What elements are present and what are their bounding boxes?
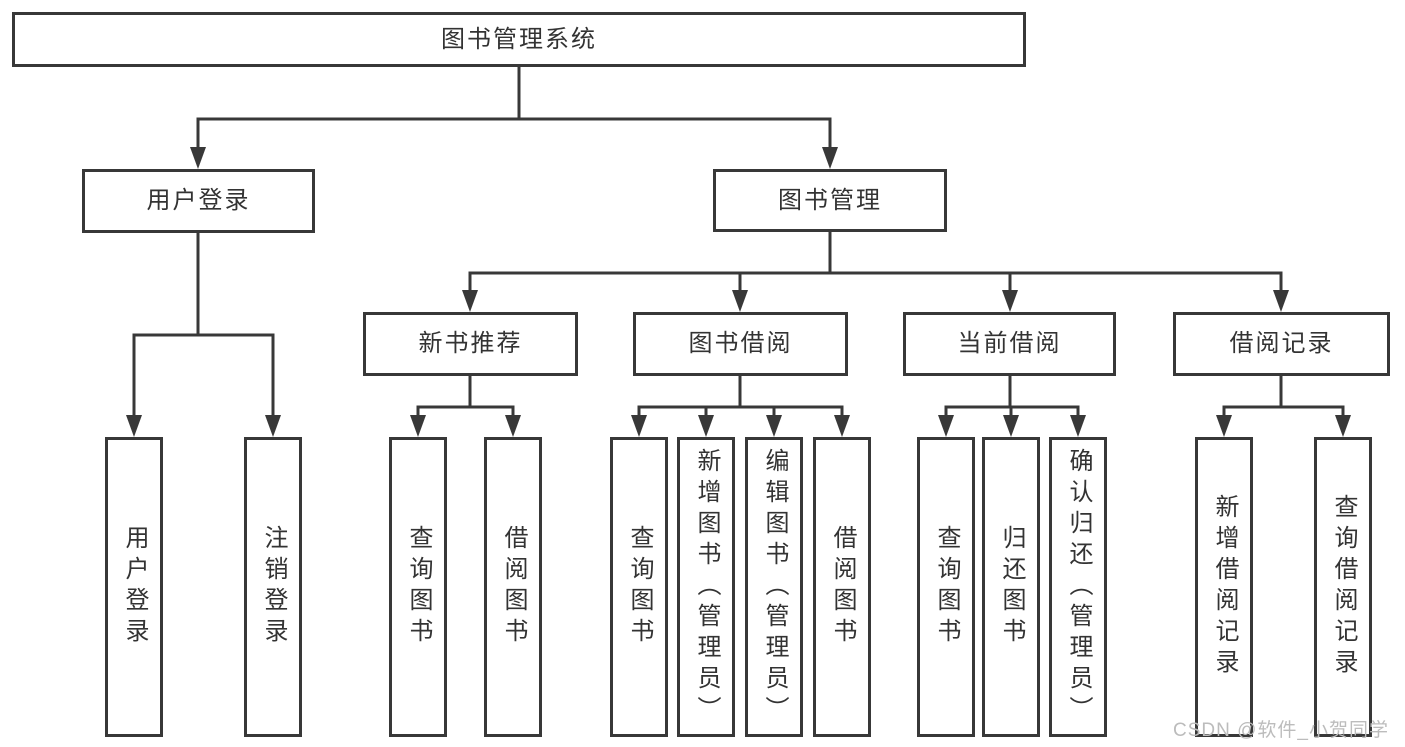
arrow-leaf-add-book xyxy=(698,415,714,437)
leaf-return-book: 归还图书 xyxy=(982,437,1040,737)
arrow-borrow-records xyxy=(1273,290,1289,312)
connector-lines xyxy=(132,67,1345,420)
leaf-query-books-recommend: 查询图书 xyxy=(389,437,447,737)
leaf-confirm-return-admin: 确认归还（管理员） xyxy=(1049,437,1107,737)
connector-records-children xyxy=(1222,376,1345,420)
arrow-leaf-confirm-return xyxy=(1070,415,1086,437)
csdn-watermark: CSDN @软件_小贺同学 xyxy=(1173,720,1389,741)
arrow-leaf-borrow-books-2 xyxy=(834,415,850,437)
arrow-book-management xyxy=(822,147,838,169)
node-book-borrow: 图书借阅 xyxy=(633,312,848,376)
arrow-leaf-return-book xyxy=(1003,415,1019,437)
node-new-book-recommend: 新书推荐 xyxy=(363,312,578,376)
arrow-leaf-query-record xyxy=(1335,415,1351,437)
leaf-borrow-books-recommend: 借阅图书 xyxy=(484,437,542,737)
arrow-new-book-recommend xyxy=(462,290,478,312)
arrow-leaf-query-books-1 xyxy=(410,415,426,437)
arrow-leaf-query-books-2 xyxy=(631,415,647,437)
leaf-logout: 注销登录 xyxy=(244,437,302,737)
connector-borrow-children xyxy=(637,376,844,420)
connector-book-management-children xyxy=(468,232,1283,295)
connector-root-to-level1 xyxy=(196,67,832,152)
node-borrow-records: 借阅记录 xyxy=(1173,312,1390,376)
arrow-leaf-logout xyxy=(265,415,281,437)
node-current-borrow: 当前借阅 xyxy=(903,312,1116,376)
arrow-current-borrow xyxy=(1002,290,1018,312)
leaf-query-books-borrow: 查询图书 xyxy=(610,437,668,737)
leaf-query-borrow-record: 查询借阅记录 xyxy=(1314,437,1372,737)
connector-recommend-children xyxy=(416,376,515,420)
connector-current-children xyxy=(944,376,1080,420)
arrow-leaf-user-login xyxy=(126,415,142,437)
connector-user-login-children xyxy=(132,233,275,420)
arrow-leaf-query-books-3 xyxy=(938,415,954,437)
arrow-book-borrow xyxy=(732,290,748,312)
leaf-user-login: 用户登录 xyxy=(105,437,163,737)
leaf-borrow-books: 借阅图书 xyxy=(813,437,871,737)
node-book-management: 图书管理 xyxy=(713,169,947,232)
arrow-leaf-edit-book xyxy=(766,415,782,437)
arrow-leaf-borrow-books-1 xyxy=(505,415,521,437)
leaf-add-borrow-record: 新增借阅记录 xyxy=(1195,437,1253,737)
leaf-add-book-admin: 新增图书（管理员） xyxy=(677,437,735,737)
node-user-login: 用户登录 xyxy=(82,169,315,233)
leaf-query-books-current: 查询图书 xyxy=(917,437,975,737)
arrowheads xyxy=(126,147,1351,437)
leaf-edit-book-admin: 编辑图书（管理员） xyxy=(745,437,803,737)
node-library-management-system: 图书管理系统 xyxy=(12,12,1026,67)
arrow-leaf-add-record xyxy=(1216,415,1232,437)
arrow-user-login xyxy=(190,147,206,169)
